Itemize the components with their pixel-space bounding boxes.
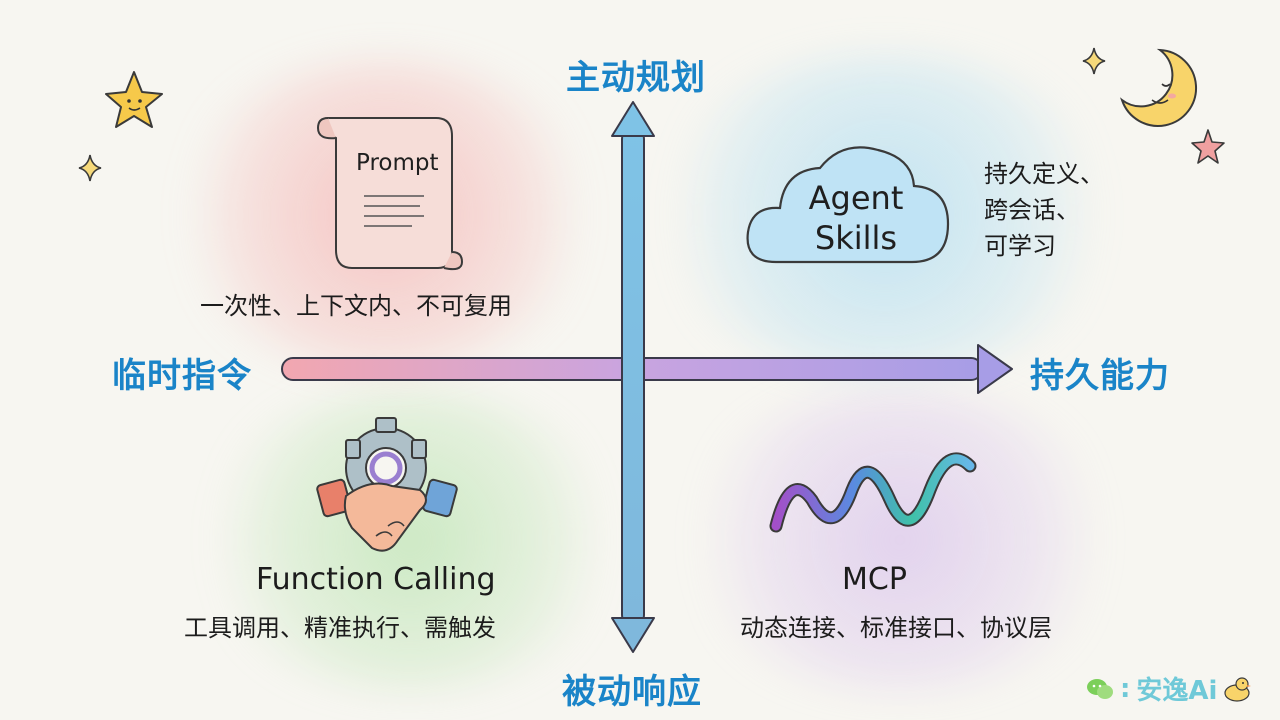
mcp-description: 动态连接、标准接口、协议层 [740,614,1052,642]
skills-title-line1: Agent [808,179,904,217]
axis-label-left: 临时指令 [112,356,252,396]
star-icon [1191,129,1225,164]
mcp-quadrant-bg [680,390,1120,690]
gear-handshake-icon [316,417,458,552]
axis-label-bottom: 被动响应 [562,672,702,712]
mcp-title: MCP [842,562,907,597]
sparkle-icon [1082,47,1106,75]
cloud-icon [746,146,950,264]
sparkle-icon [78,154,102,182]
skills-title: Agent Skills [806,178,906,258]
axis-label-top: 主动规划 [566,58,706,98]
function-calling-description: 工具调用、精准执行、需触发 [184,614,496,642]
prompt-description: 一次性、上下文内、不可复用 [200,292,512,320]
scroll-icon [316,117,464,271]
watermark-separator: : [1120,673,1131,704]
skills-description: 持久定义、 跨会话、 可学习 [984,156,1104,264]
function-calling-title: Function Calling [256,562,496,597]
axis-label-right: 持久能力 [1030,356,1170,396]
skills-desc-line: 可学习 [984,232,1056,260]
skills-title-line2: Skills [814,219,898,257]
wave-icon [769,452,977,533]
wechat-icon [1087,678,1113,699]
vertical-axis [611,101,655,653]
watermark-text: 安逸Ai [1136,676,1218,706]
prompt-icon-label: Prompt [356,150,439,176]
moon-icon [1120,48,1197,127]
duck-icon [1224,676,1252,702]
star-icon [105,71,163,128]
skills-desc-line: 持久定义、 [984,160,1104,188]
skills-desc-line: 跨会话、 [984,196,1080,224]
watermark: : 安逸Ai [1086,670,1252,707]
